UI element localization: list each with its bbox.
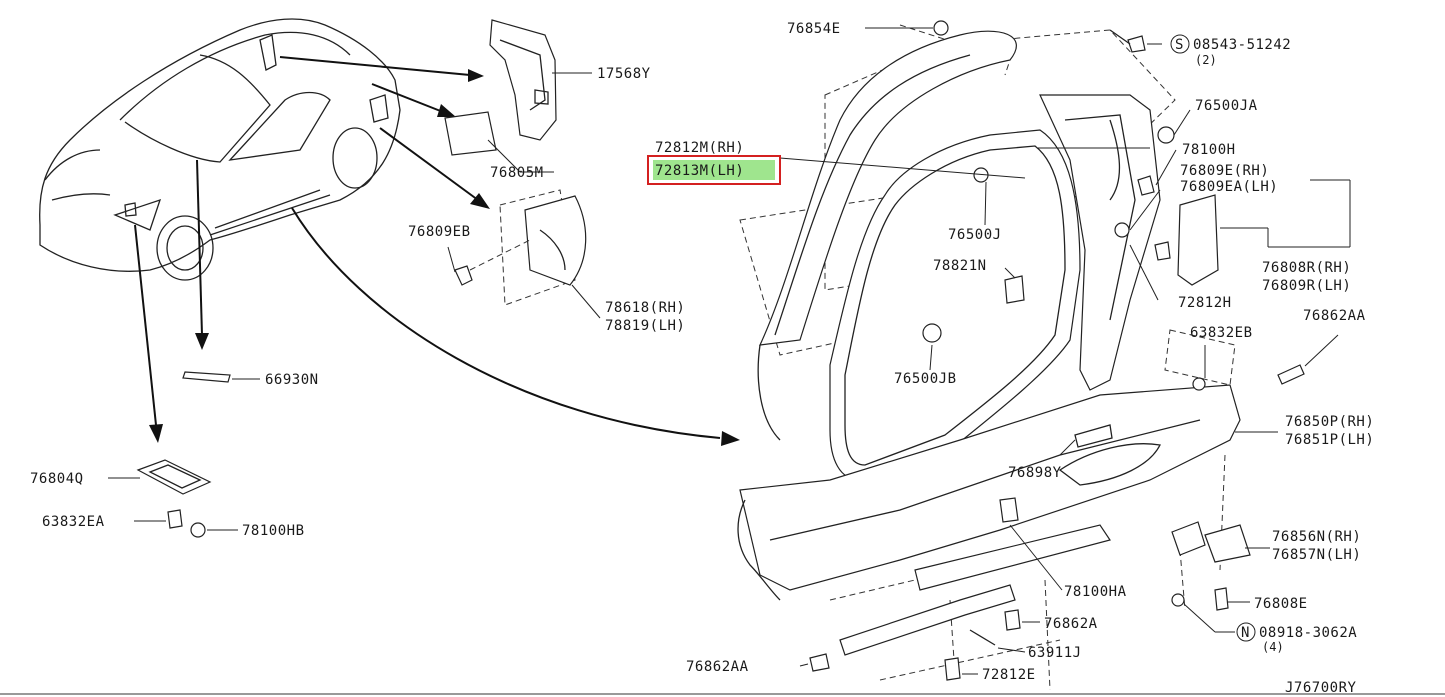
highlight-fill bbox=[653, 160, 775, 180]
label-76854E[interactable]: 76854E bbox=[787, 21, 841, 37]
highlight-frame[interactable] bbox=[647, 155, 781, 185]
label-76851P[interactable]: 76851P(LH) bbox=[1285, 432, 1374, 448]
label-76856N[interactable]: 76856N(RH) bbox=[1272, 529, 1361, 545]
part-17568Y-bracket bbox=[489, 19, 592, 141]
label-76500JB[interactable]: 76500JB bbox=[894, 371, 957, 387]
label-72812M[interactable]: 72812M(RH) bbox=[655, 140, 744, 156]
label-72812H[interactable]: 72812H bbox=[1178, 295, 1232, 311]
clip-63832EB bbox=[1192, 377, 1206, 391]
clip-76854E bbox=[933, 20, 949, 36]
nut-08918 bbox=[1171, 593, 1185, 607]
label-76809E[interactable]: 76809E(RH) bbox=[1180, 163, 1269, 179]
part-63832EA-clip bbox=[134, 509, 183, 529]
label-76500JA[interactable]: 76500JA bbox=[1195, 98, 1258, 114]
n-symbol-circle bbox=[1236, 622, 1256, 642]
label-78100HA[interactable]: 78100HA bbox=[1064, 584, 1127, 600]
label-66930N[interactable]: 66930N bbox=[265, 372, 319, 388]
label-76809R[interactable]: 76809R(LH) bbox=[1262, 278, 1351, 294]
label-76809EB[interactable]: 76809EB bbox=[408, 224, 471, 240]
bracket-76856N bbox=[1171, 521, 1206, 556]
label-78618[interactable]: 78618(RH) bbox=[605, 300, 685, 316]
part-78100HB-clip bbox=[190, 522, 238, 538]
label-76808R[interactable]: 76808R(RH) bbox=[1262, 260, 1351, 276]
label-76500J[interactable]: 76500J bbox=[948, 227, 1002, 243]
label-76850P[interactable]: 76850P(RH) bbox=[1285, 414, 1374, 430]
label-78821N[interactable]: 78821N bbox=[933, 258, 987, 274]
label-63832EA[interactable]: 63832EA bbox=[42, 514, 105, 530]
part-76809EB-clip bbox=[447, 239, 531, 286]
clip-76500JA bbox=[1157, 126, 1175, 144]
label-76809EA[interactable]: 76809EA(LH) bbox=[1180, 179, 1278, 195]
label-76862AA-bottom[interactable]: 76862AA bbox=[686, 659, 749, 675]
clip-76809E bbox=[1114, 222, 1130, 238]
label-76804Q[interactable]: 76804Q bbox=[30, 471, 84, 487]
label-78819[interactable]: 78819(LH) bbox=[605, 318, 685, 334]
part-76805M-pad bbox=[444, 111, 554, 173]
body-side-assembly bbox=[737, 24, 1241, 691]
label-76805M[interactable]: 76805M bbox=[490, 165, 544, 181]
diagram-code: J76700RY bbox=[1285, 680, 1357, 696]
label-08543-qty: (2) bbox=[1195, 53, 1217, 67]
part-78618-mudguard bbox=[499, 189, 601, 319]
label-72813M[interactable]: 72813M(LH) bbox=[655, 163, 744, 179]
clip-78100HA bbox=[999, 497, 1019, 523]
label-s-symbol: S bbox=[1175, 37, 1184, 53]
label-63911J[interactable]: 63911J bbox=[1028, 645, 1082, 661]
part-76804Q-vent bbox=[108, 459, 212, 495]
label-08918-3062A[interactable]: 08918-3062A bbox=[1259, 625, 1357, 641]
label-78100H[interactable]: 78100H bbox=[1182, 142, 1236, 158]
clip-76808E bbox=[1214, 587, 1229, 611]
clip-76500JB bbox=[922, 323, 942, 343]
label-n-symbol: N bbox=[1241, 625, 1250, 641]
label-08918-qty: (4) bbox=[1262, 640, 1284, 654]
part-labels: 76854E S 08543-51242 (2) 17568Y 76500JA … bbox=[30, 21, 1374, 696]
label-17568Y[interactable]: 17568Y bbox=[597, 66, 651, 82]
s-symbol-circle bbox=[1170, 34, 1190, 54]
pin-63911J bbox=[969, 629, 996, 646]
label-63832EB[interactable]: 63832EB bbox=[1190, 325, 1253, 341]
label-76857N[interactable]: 76857N(LH) bbox=[1272, 547, 1361, 563]
car-illustration bbox=[39, 18, 401, 281]
label-76808E[interactable]: 76808E bbox=[1254, 596, 1308, 612]
label-78100HB[interactable]: 78100HB bbox=[242, 523, 305, 539]
label-76862A[interactable]: 76862A bbox=[1044, 616, 1098, 632]
fasteners bbox=[809, 20, 1305, 681]
part-66930N-strip bbox=[182, 371, 260, 383]
label-76862AA-right[interactable]: 76862AA bbox=[1303, 308, 1366, 324]
callout-arrows bbox=[134, 56, 740, 446]
screw-76862AA-b bbox=[809, 653, 830, 672]
label-76898Y[interactable]: 76898Y bbox=[1008, 465, 1062, 481]
leader-lines bbox=[779, 27, 1351, 675]
clip-78100H bbox=[1137, 175, 1155, 196]
screw-76862AA-r bbox=[1277, 364, 1305, 385]
label-08543-51242[interactable]: 08543-51242 bbox=[1193, 37, 1291, 53]
screw-76862A bbox=[1004, 609, 1021, 631]
screw-08543 bbox=[1127, 35, 1146, 53]
clip-72812E bbox=[944, 657, 961, 681]
seal-78821N bbox=[1004, 275, 1025, 304]
label-72812E[interactable]: 72812E bbox=[982, 667, 1036, 683]
